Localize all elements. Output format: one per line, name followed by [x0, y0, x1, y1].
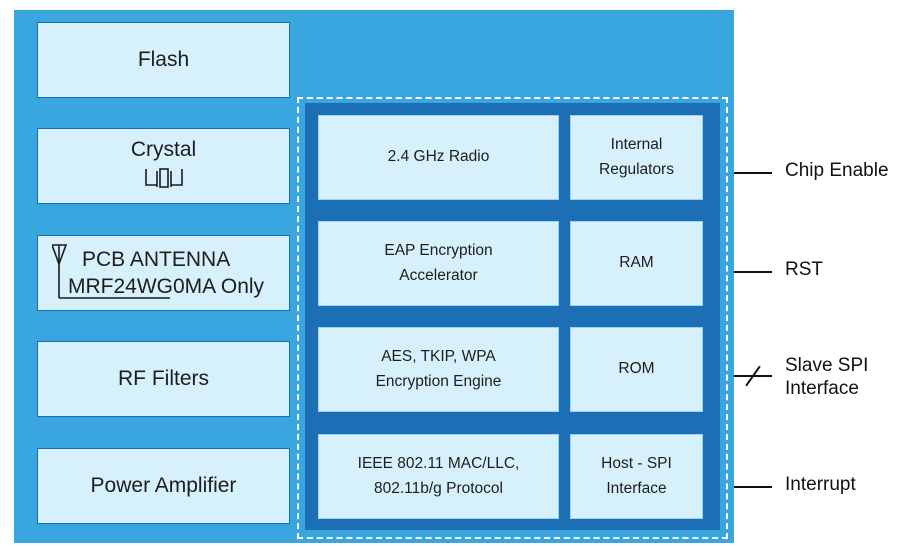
crystal-icon [144, 167, 183, 188]
slave-spi-label: Slave SPI Interface [785, 355, 868, 401]
regulators-block: Internal Regulators [570, 115, 703, 200]
regulators-label-line2: Regulators [599, 160, 674, 178]
eap-label-line2: Accelerator [399, 266, 478, 284]
flash-label: Flash [137, 48, 190, 72]
eap-block: EAP Encryption Accelerator [318, 221, 559, 306]
crystal-block: Crystal [37, 128, 290, 204]
interrupt-label: Interrupt [785, 474, 856, 495]
flash-block: Flash [37, 22, 290, 98]
pcb-antenna-block: PCB ANTENNA MRF24WG0MA Only [37, 235, 290, 311]
antenna-label-line2: MRF24WG0MA Only [68, 275, 265, 298]
chip-enable-label: Chip Enable [785, 160, 889, 181]
antenna-label-line1: PCB ANTENNA [82, 247, 231, 271]
host-spi-label-line2: Interface [606, 479, 667, 497]
rom-block: ROM [570, 327, 703, 412]
rst-label: RST [785, 259, 823, 280]
aes-label-line1: AES, TKIP, WPA [381, 348, 496, 366]
power-amplifier-block: Power Amplifier [37, 448, 290, 524]
chip-enable-line [734, 172, 772, 174]
regulators-label-line1: Internal [610, 136, 663, 154]
rf-filters-label: RF Filters [118, 367, 209, 391]
eap-label-line1: EAP Encryption [384, 242, 493, 260]
host-spi-block: Host - SPI Interface [570, 434, 703, 519]
aes-label-line2: Encryption Engine [375, 372, 502, 390]
antenna-icon [52, 244, 170, 299]
rom-label: ROM [618, 360, 655, 378]
rst-line [734, 271, 772, 273]
host-spi-label-line1: Host - SPI [601, 455, 672, 473]
mac-block: IEEE 802.11 MAC/LLC, 802.11b/g Protocol [318, 434, 559, 519]
ram-label: RAM [619, 254, 654, 272]
interrupt-line [734, 486, 772, 488]
rf-filters-block: RF Filters [37, 341, 290, 417]
crystal-label: Crystal [130, 138, 197, 162]
aes-block: AES, TKIP, WPA Encryption Engine [318, 327, 559, 412]
slave-spi-label-line2: Interface [785, 377, 859, 399]
power-amplifier-label: Power Amplifier [90, 474, 237, 498]
mac-label-line1: IEEE 802.11 MAC/LLC, [357, 455, 520, 473]
ram-block: RAM [570, 221, 703, 306]
radio-label: 2.4 GHz Radio [387, 148, 490, 166]
slave-spi-label-line1: Slave SPI [785, 355, 869, 376]
chip-dashed-outline [297, 97, 728, 539]
mac-label-line2: 802.11b/g Protocol [374, 479, 503, 497]
radio-block: 2.4 GHz Radio [318, 115, 559, 200]
